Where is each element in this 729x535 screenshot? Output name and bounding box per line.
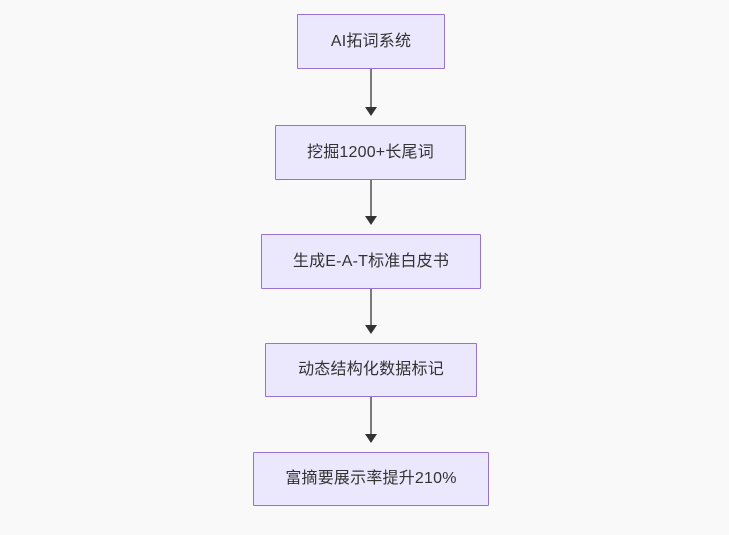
edge-line <box>370 180 372 216</box>
flowchart-node-label: AI拓词系统 <box>330 32 412 50</box>
flowchart-node-n4[interactable]: 动态结构化数据标记 <box>265 343 477 397</box>
edge-line <box>370 397 372 434</box>
flowchart-node-n3[interactable]: 生成E-A-T标准白皮书 <box>261 234 481 289</box>
flowchart-node-n1[interactable]: AI拓词系统 <box>297 14 445 69</box>
flowchart-node-n2[interactable]: 挖掘1200+长尾词 <box>275 125 466 180</box>
flowchart-node-label: 生成E-A-T标准白皮书 <box>292 252 450 270</box>
arrow-down-icon <box>365 107 377 116</box>
flowchart-node-label: 挖掘1200+长尾词 <box>307 143 434 161</box>
edge-line <box>370 69 372 107</box>
arrow-down-icon <box>365 434 377 443</box>
flowchart-node-label: 动态结构化数据标记 <box>298 361 444 379</box>
edge-line <box>370 289 372 325</box>
flowchart-node-n5[interactable]: 富摘要展示率提升210% <box>253 452 489 506</box>
arrow-down-icon <box>365 325 377 334</box>
flowchart-node-label: 富摘要展示率提升210% <box>285 470 457 488</box>
arrow-down-icon <box>365 216 377 225</box>
